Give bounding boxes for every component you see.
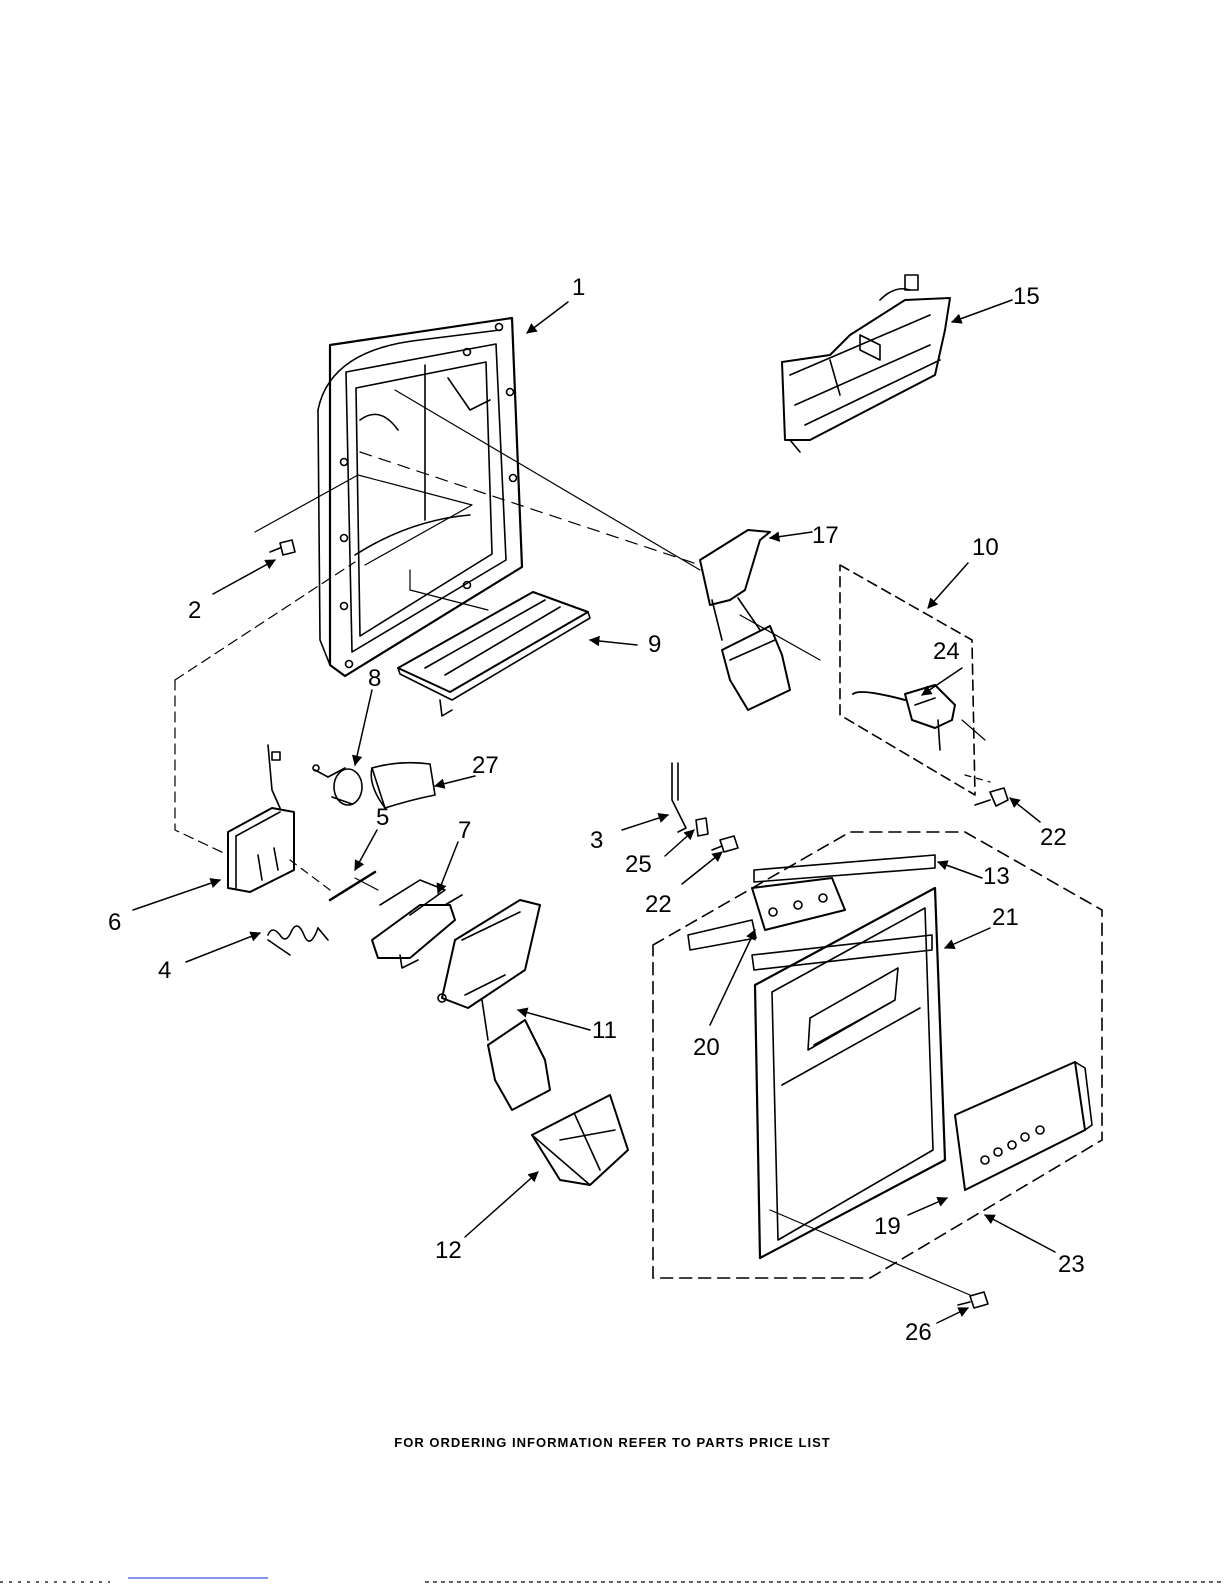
spring-part — [268, 926, 328, 955]
callout-5: 5 — [376, 804, 389, 831]
callout-19: 19 — [874, 1213, 901, 1240]
dispenser-lever-part — [700, 530, 790, 710]
callout-26: 26 — [905, 1319, 932, 1346]
callout-6: 6 — [108, 909, 121, 936]
bottom-edge-rule — [0, 1576, 1225, 1585]
callout-22-middle: 22 — [645, 891, 672, 918]
housing-frame-part — [318, 318, 522, 676]
callout-11: 11 — [592, 1017, 617, 1044]
control-housing-part — [782, 275, 950, 452]
ice-funnel-part — [532, 1095, 628, 1185]
callout-leaders — [133, 300, 1055, 1323]
dispenser-front-group-outline — [653, 832, 1102, 1278]
callout-22-right: 22 — [1040, 824, 1067, 851]
pin-part — [330, 872, 375, 900]
actuator-part — [372, 880, 462, 968]
solenoid-part — [228, 745, 294, 892]
switch-part — [853, 685, 955, 750]
screw-part-bottom — [958, 1292, 988, 1308]
callout-7: 7 — [458, 817, 471, 844]
dispenser-front-part — [752, 888, 945, 1258]
clip-part — [672, 763, 686, 832]
small-plate-part — [696, 818, 708, 836]
callout-27: 27 — [472, 752, 499, 779]
motor-part — [313, 765, 362, 805]
callout-24: 24 — [933, 638, 960, 665]
screw-part-left — [270, 540, 295, 555]
ordering-information-note: FOR ORDERING INFORMATION REFER TO PARTS … — [0, 1435, 1225, 1450]
control-board-part — [688, 878, 845, 950]
callout-2: 2 — [188, 597, 201, 624]
callout-21: 21 — [992, 904, 1019, 931]
callout-9: 9 — [648, 631, 661, 658]
trim-strip-part — [754, 855, 935, 882]
callout-17: 17 — [812, 522, 839, 549]
callout-3: 3 — [590, 827, 603, 854]
chute-door-part — [371, 763, 435, 808]
control-panel-overlay-part — [955, 1062, 1092, 1190]
drip-tray-part — [398, 592, 590, 716]
ice-lever-part — [438, 900, 550, 1110]
callout-1: 1 — [572, 274, 585, 301]
screw-part-right — [975, 788, 1008, 806]
callout-20: 20 — [693, 1034, 720, 1061]
callout-25: 25 — [625, 851, 652, 878]
screw-part-middle — [712, 836, 738, 852]
switch-kit-group-outline — [840, 565, 975, 795]
callout-labels: 1 2 15 17 10 24 9 8 27 22 5 7 3 25 22 13… — [108, 274, 1085, 1346]
callout-23: 23 — [1058, 1251, 1085, 1278]
callout-10: 10 — [972, 534, 999, 561]
callout-4: 4 — [158, 957, 171, 984]
callout-12: 12 — [435, 1237, 462, 1264]
callout-8: 8 — [368, 665, 381, 692]
assembly-guide-lines — [175, 390, 990, 1295]
callout-15: 15 — [1013, 283, 1040, 310]
callout-13: 13 — [983, 863, 1010, 890]
